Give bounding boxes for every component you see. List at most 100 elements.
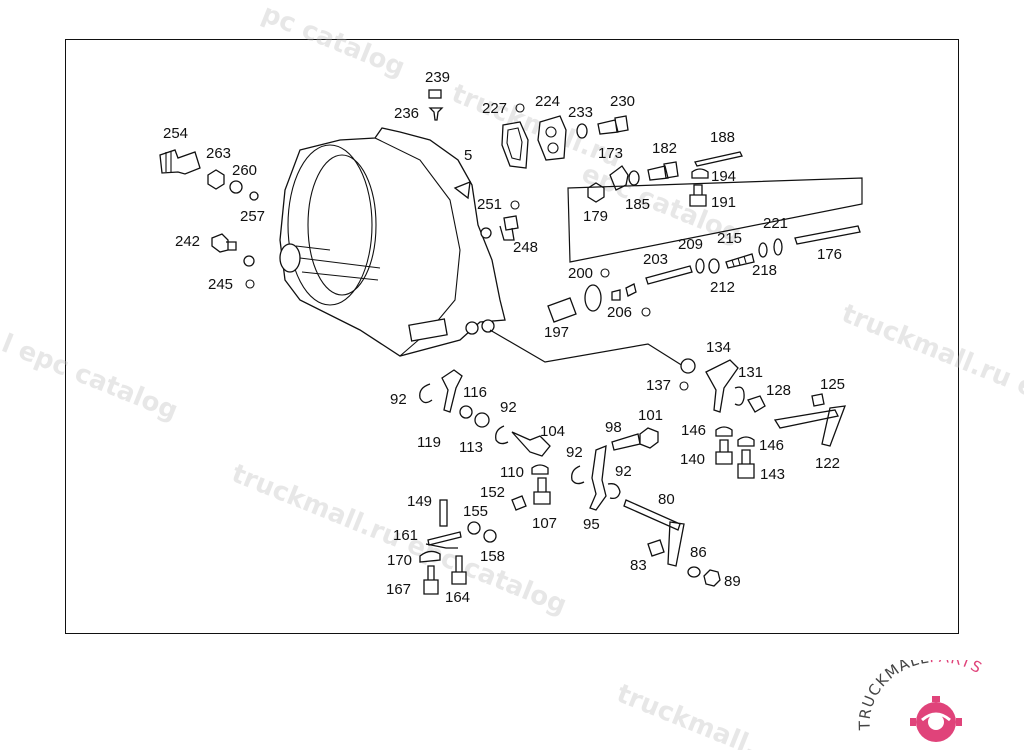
label-233: 233 <box>568 104 593 121</box>
part-155[interactable] <box>467 521 481 535</box>
part-89[interactable] <box>703 569 721 587</box>
part-128[interactable] <box>747 395 766 413</box>
label-254: 254 <box>163 125 188 142</box>
label-143: 143 <box>760 466 785 483</box>
watermark-text: truckmall. <box>612 679 761 750</box>
part-146[interactable] <box>715 426 733 437</box>
part-173[interactable] <box>609 165 629 191</box>
part-200[interactable] <box>584 284 602 312</box>
part-209[interactable] <box>695 258 705 274</box>
part-197[interactable] <box>547 297 577 323</box>
label-89: 89 <box>724 573 741 590</box>
part-212[interactable] <box>708 258 720 274</box>
part-176[interactable] <box>794 225 861 245</box>
truckmall-parts-logo: TRUCKMALLPARTS <box>856 660 986 742</box>
label-239: 239 <box>425 69 450 86</box>
part-218[interactable] <box>758 242 768 258</box>
part-236[interactable] <box>428 107 444 121</box>
label-206: 206 <box>607 304 632 321</box>
part-92c[interactable] <box>571 465 585 485</box>
part-215[interactable] <box>725 253 755 269</box>
label-98: 98 <box>605 419 622 436</box>
part-146b[interactable] <box>737 436 755 447</box>
part-182[interactable] <box>647 161 679 181</box>
part-170[interactable] <box>419 550 441 563</box>
label-209: 209 <box>678 236 703 253</box>
part-152[interactable] <box>511 495 527 511</box>
part-167[interactable] <box>423 565 439 595</box>
label-149: 149 <box>407 493 432 510</box>
part-233[interactable] <box>576 123 588 139</box>
part-245[interactable] <box>243 255 255 267</box>
label-116: 116 <box>463 384 487 401</box>
gear-icon <box>910 696 962 742</box>
part-101[interactable] <box>639 427 659 449</box>
part-140[interactable] <box>715 439 733 465</box>
part-83[interactable] <box>647 539 665 557</box>
part-185[interactable] <box>628 170 640 186</box>
part-248[interactable] <box>499 215 519 241</box>
part-104[interactable] <box>511 431 551 457</box>
part-92b[interactable] <box>495 425 509 445</box>
part-179[interactable] <box>587 182 605 203</box>
part-113[interactable] <box>474 412 490 428</box>
part-86[interactable] <box>687 566 701 578</box>
part-257[interactable] <box>249 191 259 201</box>
part-194[interactable] <box>691 168 709 179</box>
part-110[interactable] <box>531 464 549 475</box>
part-242[interactable] <box>211 233 237 253</box>
part-191[interactable] <box>689 184 707 207</box>
part-206[interactable] <box>611 283 637 301</box>
label-110: 110 <box>500 464 524 481</box>
part-95[interactable] <box>589 444 607 511</box>
label-260: 260 <box>232 162 257 179</box>
part-221[interactable] <box>773 238 783 256</box>
part-239[interactable] <box>428 89 442 99</box>
part-188[interactable] <box>694 151 743 167</box>
label-92: 92 <box>615 463 632 480</box>
part-224[interactable] <box>537 115 567 161</box>
part-125[interactable] <box>811 393 825 407</box>
part-98[interactable] <box>611 433 641 451</box>
label-125: 125 <box>820 376 845 393</box>
part-134[interactable] <box>705 359 739 413</box>
part-203[interactable] <box>645 265 693 285</box>
part-161[interactable] <box>427 531 462 546</box>
part-131[interactable] <box>734 386 745 406</box>
part-122[interactable] <box>773 405 846 447</box>
label-92: 92 <box>390 391 407 408</box>
label-164: 164 <box>445 589 470 606</box>
part-260[interactable] <box>229 180 243 194</box>
label-212: 212 <box>710 279 735 296</box>
label-188: 188 <box>710 129 735 146</box>
label-101: 101 <box>638 407 663 424</box>
transmission-housing[interactable] <box>279 127 506 357</box>
label-257: 257 <box>240 208 265 225</box>
part-labels: 239 236 227 224 233 230 254 263 260 257 … <box>163 69 845 606</box>
part-254[interactable] <box>159 149 201 175</box>
label-128: 128 <box>766 382 791 399</box>
part-92d[interactable] <box>607 483 621 500</box>
label-5: 5 <box>464 147 472 164</box>
part-164[interactable] <box>451 555 467 585</box>
part-119[interactable] <box>441 369 463 413</box>
part-230[interactable] <box>597 115 629 135</box>
part-263[interactable] <box>207 169 225 190</box>
logo-text-accent: PARTS <box>929 660 986 677</box>
label-95: 95 <box>583 516 600 533</box>
part-116[interactable] <box>459 405 473 419</box>
part-158[interactable] <box>483 529 497 543</box>
part-107[interactable] <box>533 477 551 505</box>
part-227[interactable] <box>501 121 529 169</box>
label-170: 170 <box>387 552 412 569</box>
part-137[interactable] <box>680 358 696 374</box>
part-143[interactable] <box>737 449 755 479</box>
label-146: 146 <box>759 437 784 454</box>
part-80[interactable] <box>623 499 685 567</box>
label-122: 122 <box>815 455 840 472</box>
watermark-text: truckmall.ru e <box>837 299 1024 404</box>
label-203: 203 <box>643 251 668 268</box>
part-149[interactable] <box>439 499 448 527</box>
part-251[interactable] <box>480 227 492 239</box>
part-92a[interactable] <box>419 383 433 404</box>
